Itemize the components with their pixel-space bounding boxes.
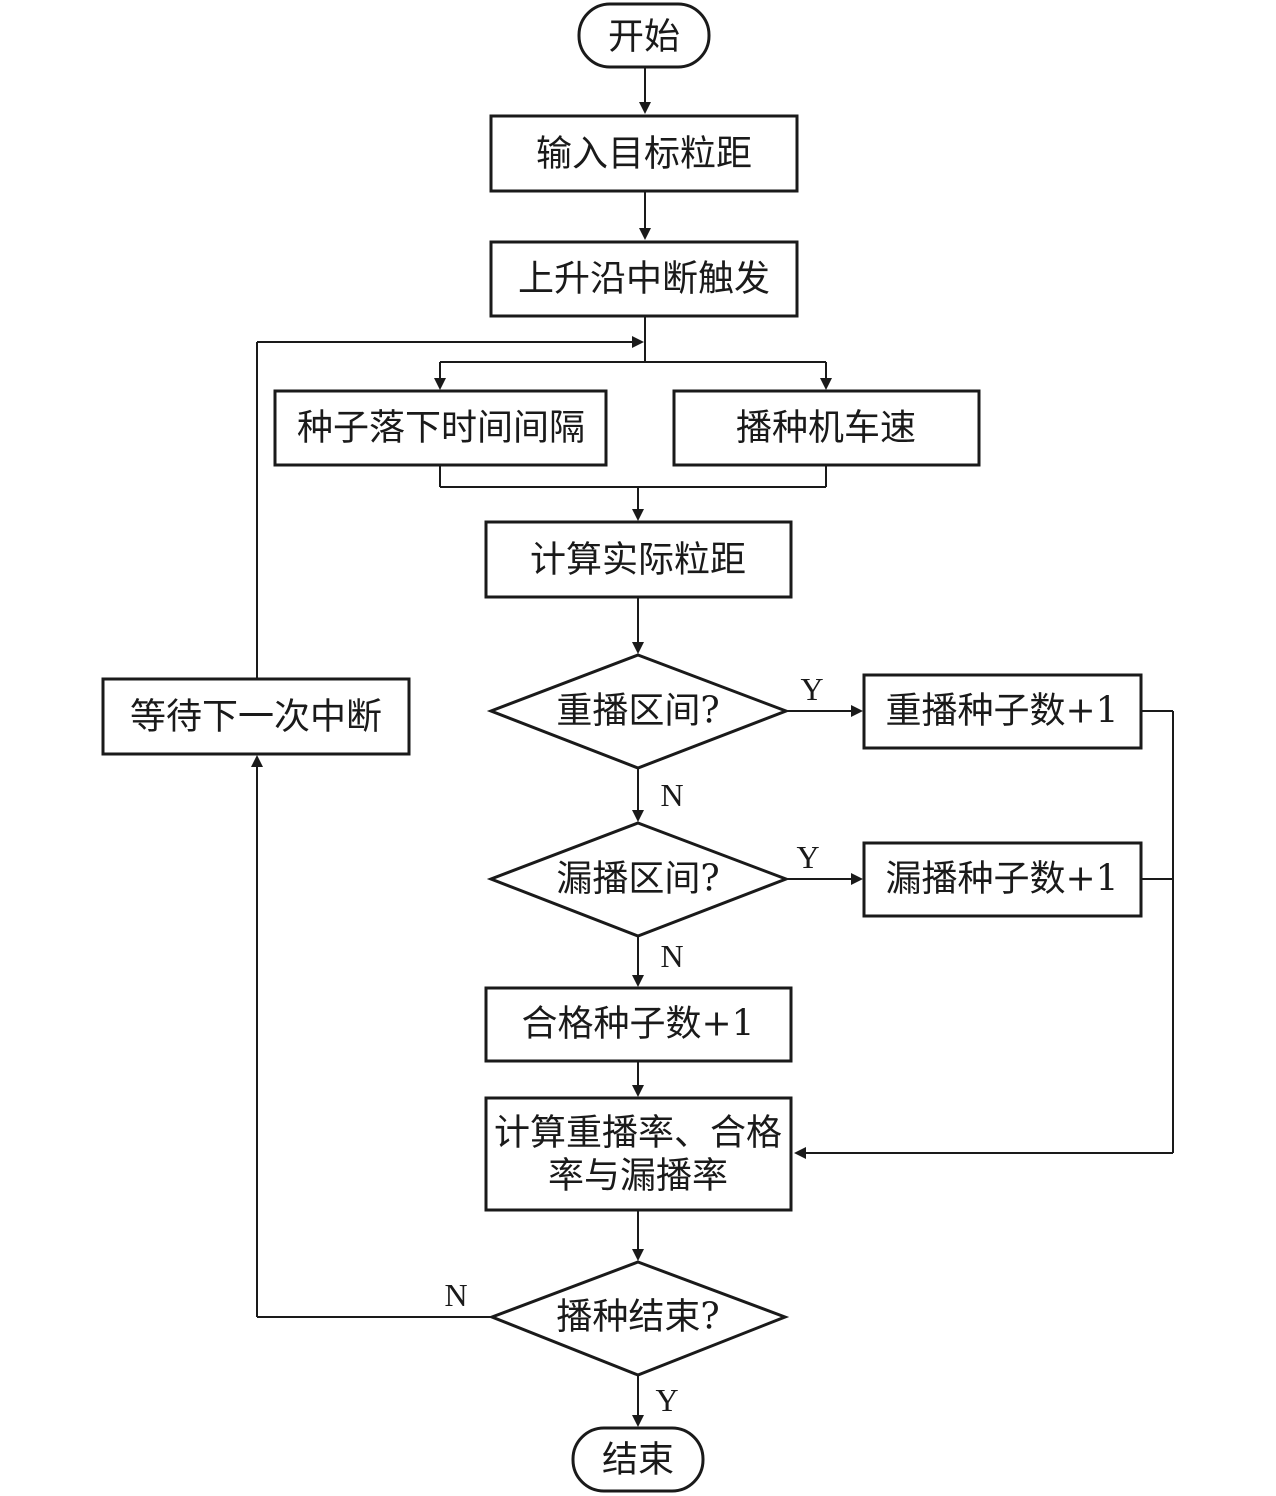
calc-actual-node: 计算实际粒距 — [484, 520, 793, 599]
qualified-count-node: 合格种子数+1 — [484, 986, 793, 1063]
wait-next-label: 等待下一次中断 — [130, 697, 382, 738]
replant-count-node: 重播种子数+1 — [862, 673, 1143, 750]
miss-yes-label: Y — [796, 839, 819, 875]
calc-actual-label: 计算实际粒距 — [530, 540, 746, 581]
end-decision-label: 播种结束? — [556, 1297, 719, 1338]
qualified-count-label: 合格种子数+1 — [521, 1004, 754, 1045]
end-node: 结束 — [571, 1426, 705, 1493]
miss-no-label: N — [660, 938, 683, 974]
wait-next-node: 等待下一次中断 — [101, 677, 411, 756]
miss-count-node: 漏播种子数+1 — [862, 841, 1143, 918]
fall-interval-label: 种子落下时间间隔 — [297, 408, 585, 449]
seeder-speed-node: 播种机车速 — [672, 389, 981, 467]
connectors — [251, 68, 1174, 1427]
miss-count-label: 漏播种子数+1 — [885, 859, 1118, 900]
start-label: 开始 — [608, 17, 680, 58]
replant-no-label: N — [660, 777, 683, 813]
end-yes-label: Y — [655, 1382, 678, 1418]
fall-interval-node: 种子落下时间间隔 — [273, 389, 608, 467]
start-node: 开始 — [577, 2, 711, 69]
calc-rates-node: 计算重播率、合格 率与漏播率 — [484, 1096, 793, 1212]
edge-labels: Y N Y N N Y — [444, 671, 823, 1418]
replant-decision-node: 重播区间? — [486, 653, 791, 770]
replant-yes-label: Y — [800, 671, 823, 707]
rising-edge-node: 上升沿中断触发 — [489, 240, 799, 318]
end-label: 结束 — [602, 1440, 674, 1481]
calc-rates-label-line2: 率与漏播率 — [548, 1156, 728, 1197]
end-decision-node: 播种结束? — [487, 1260, 790, 1377]
seeder-speed-label: 播种机车速 — [736, 408, 916, 449]
replant-count-label: 重播种子数+1 — [885, 691, 1118, 732]
end-no-label: N — [444, 1277, 467, 1313]
input-target-node: 输入目标粒距 — [489, 114, 799, 193]
miss-decision-label: 漏播区间? — [556, 859, 719, 900]
input-target-label: 输入目标粒距 — [536, 134, 752, 175]
calc-rates-label-line1: 计算重播率、合格 — [494, 1113, 782, 1154]
replant-decision-label: 重播区间? — [556, 691, 719, 732]
miss-decision-node: 漏播区间? — [486, 821, 791, 938]
rising-edge-label: 上升沿中断触发 — [518, 259, 770, 300]
